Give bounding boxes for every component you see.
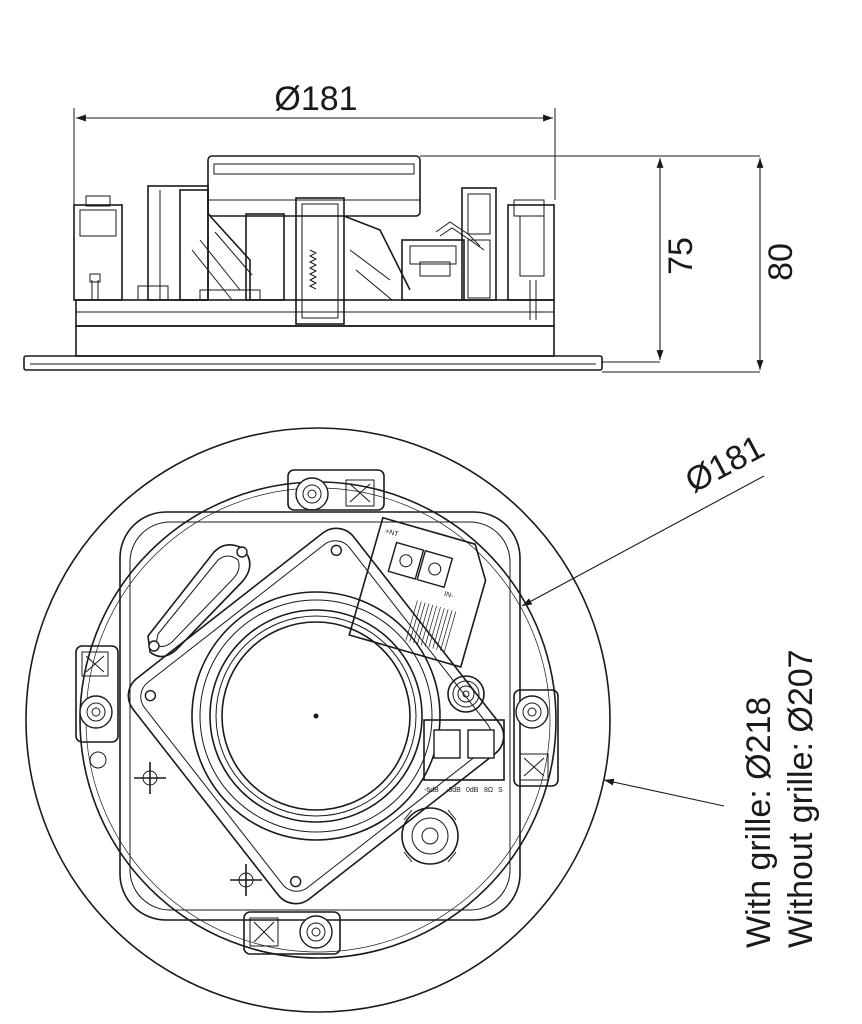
svg-text:-6dB: -6dB [424,787,439,794]
input-terminal-board: +NT IN- [348,516,487,668]
side-width-label: Ø181 [274,80,357,118]
svg-text:0dB: 0dB [466,787,479,794]
transformer [401,807,459,865]
grille-leader-line [603,778,725,807]
dust-cap [221,621,411,811]
clamp-right [513,689,559,787]
svg-text:-3dB: -3dB [446,787,461,794]
grille-with-label: With grille: Ø218 [740,697,778,948]
tweeter [447,675,485,713]
right-clamp [507,199,555,320]
height-80-label: 80 [762,243,800,281]
front-view: +NT IN- -6dB -3dB 0dB 8Ω S [25,427,820,1013]
cutout-leader-line [521,475,765,607]
front-cutout-label: Ø181 [679,428,770,501]
svg-text:S: S [498,787,503,794]
outer-ring [25,427,611,1013]
left-clamp [73,195,123,301]
svg-text:+NT: +NT [384,528,400,539]
mount-point-bottom [230,864,262,896]
clamp-left [75,645,119,769]
driver-body [137,155,421,325]
chassis-plate [119,511,521,921]
flange [23,325,603,371]
tap-selector: -6dB -3dB 0dB 8Ω S [423,719,505,794]
clamp-top [287,469,385,511]
heat-sink-fins [405,600,457,652]
height-75-label: 75 [662,237,700,275]
bass-port [147,544,251,658]
side-view: Ø181 [23,80,800,373]
clamp-bottom [243,911,341,955]
svg-text:8Ω: 8Ω [484,787,493,794]
right-terminal-block [401,187,497,301]
grille-without-label: Without grille: Ø207 [782,649,820,948]
mount-point-left [134,762,166,794]
svg-text:IN-: IN- [443,591,455,600]
